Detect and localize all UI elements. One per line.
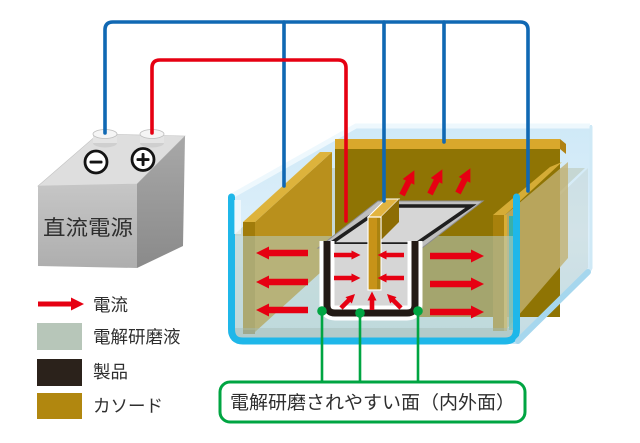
callout-dot-left <box>317 306 327 316</box>
tank-rim-highlight <box>228 123 590 200</box>
legend-label-electrolyte: 電解研磨液 <box>93 328 181 348</box>
rod-shade <box>377 218 381 289</box>
wiring <box>103 20 530 223</box>
current-arrows-outer <box>256 168 484 319</box>
dc-power-supply: 直流電源 <box>37 129 186 268</box>
polished-surface-callout: 電解研磨されやすい面（内外面） <box>218 306 527 424</box>
inner-arrow-bottom-left <box>339 293 356 310</box>
current-arrow-back-1 <box>399 170 415 197</box>
legend-item-electrolyte: 電解研磨液 <box>37 323 181 350</box>
left-cathode-top-edge <box>243 152 332 222</box>
rod-side-face <box>381 199 399 240</box>
power-box-front <box>38 184 137 268</box>
legend-item-product: 製品 <box>37 359 128 386</box>
power-box-side <box>137 136 185 268</box>
legend-item-current: 電流 <box>38 296 128 316</box>
callout-dot-center <box>355 308 365 318</box>
callout-label: 電解研磨されやすい面（内外面） <box>230 393 515 414</box>
cathode-swatch <box>37 393 82 419</box>
product-workpiece <box>316 198 485 321</box>
current-arrows-inner <box>334 250 404 310</box>
legend-label-product: 製品 <box>93 363 128 383</box>
negative-wire-main <box>103 20 530 193</box>
electrolyte-swatch <box>37 323 82 350</box>
tank-outline <box>228 125 593 345</box>
positive-wire <box>150 58 348 223</box>
current-arrow-back-3 <box>455 168 471 195</box>
inner-arrow-bottom-right <box>386 293 403 310</box>
callout-dot-right <box>413 306 423 316</box>
product-swatch <box>37 359 82 386</box>
current-arrow-back-2 <box>427 169 443 196</box>
positive-terminal <box>139 129 165 148</box>
tank-bottom-right-edge <box>515 269 591 344</box>
tank-glass-sheen <box>234 200 241 234</box>
back-cathode-end-cap <box>560 139 566 154</box>
tank-front-edge <box>228 193 520 345</box>
legend-label-current: 電流 <box>93 296 128 316</box>
minus-terminal-icon <box>83 149 109 175</box>
legend-item-cathode: カソード <box>37 393 163 419</box>
back-cathode-top-edge <box>335 139 560 149</box>
callout-box <box>218 380 527 424</box>
legend: 電流 電解研磨液 製品 カソード <box>37 296 181 419</box>
legend-label-cathode: カソード <box>93 397 163 417</box>
power-supply-label: 直流電源 <box>43 216 133 240</box>
right-cathode-face <box>505 162 568 331</box>
plus-terminal-icon <box>130 147 156 172</box>
